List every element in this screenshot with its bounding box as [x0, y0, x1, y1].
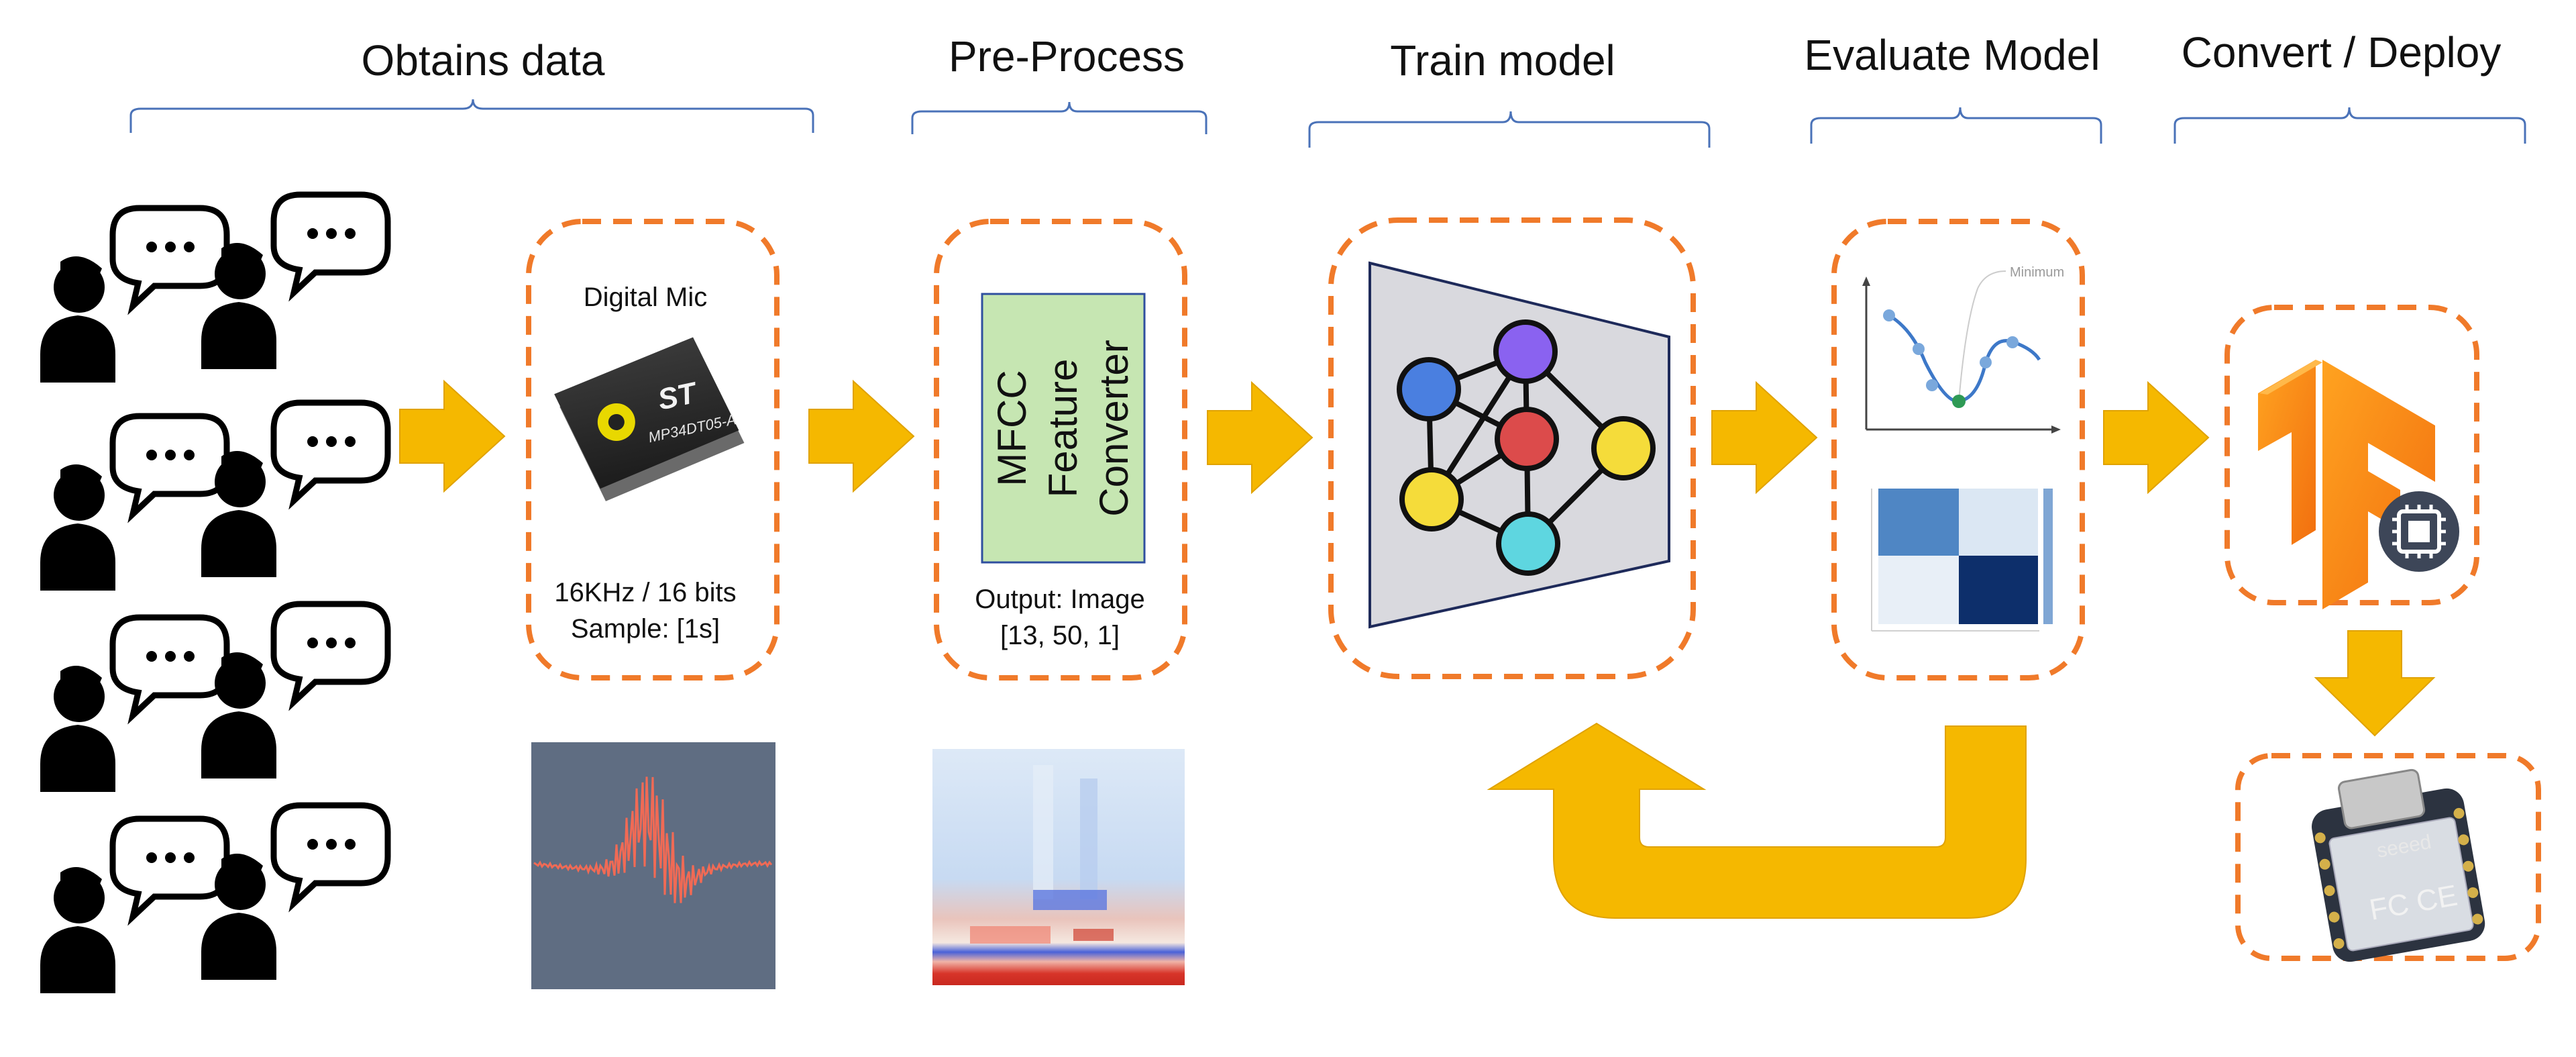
microphone-chip-icon: ST MP34DT05-A	[554, 337, 745, 501]
curve-minimum-label: Minimum	[2010, 265, 2064, 280]
spectrogram-icon	[932, 749, 1185, 985]
person-speech-icon	[40, 805, 388, 993]
brace-evaluate-model	[1810, 107, 2102, 144]
waveform-icon	[531, 742, 775, 989]
stage-title-convert-deploy: Convert / Deploy	[2182, 28, 2502, 77]
person-speech-icon	[40, 195, 388, 383]
stage-title-pre-process: Pre-Process	[949, 32, 1185, 81]
convert-box	[2224, 305, 2479, 609]
mic-sample-label: Sample: [1s]	[571, 614, 720, 644]
node-blue	[1397, 357, 1461, 421]
mfcc-converter-block	[981, 293, 1146, 564]
deploy-box: seeed FC CE	[2235, 753, 2541, 962]
train-model-box	[1328, 217, 1696, 679]
output-label-line1: Output: Image	[975, 585, 1144, 614]
stage-title-evaluate-model: Evaluate Model	[1804, 31, 2100, 79]
node-purple	[1493, 319, 1558, 384]
feedback-loop-arrow	[1487, 722, 2027, 919]
tensorflow-logo-icon	[2258, 360, 2435, 609]
svg-text:ST: ST	[655, 376, 700, 416]
pre-process-box: MFCC Feature Converter Output: Image [13…	[934, 219, 1187, 681]
stage-title-obtains-data: Obtains data	[362, 36, 605, 85]
mic-title: Digital Mic	[584, 283, 707, 312]
brace-train-model	[1308, 111, 1711, 148]
arrow-down-icon	[2314, 630, 2436, 737]
output-label-line2: [13, 50, 1]	[1000, 621, 1120, 650]
arrow-right-icon	[2103, 381, 2210, 495]
mfcc-label-line2: Feature	[1040, 359, 1085, 498]
stage-title-train-model: Train model	[1390, 36, 1615, 85]
mfcc-label-line3: Converter	[1091, 340, 1136, 516]
person-speech-icon	[40, 604, 388, 792]
person-speech-icon	[40, 403, 388, 591]
mfcc-label-line1: MFCC	[989, 370, 1034, 486]
node-yellow	[1591, 416, 1656, 481]
loss-curve-icon: Minimum	[1862, 265, 2064, 434]
confusion-matrix-icon	[1871, 489, 2053, 632]
speakers-group	[40, 195, 388, 993]
digital-mic-box: Digital Mic ST MP34DT05-A 16KHz / 16 bit…	[526, 219, 780, 681]
node-yellow	[1399, 467, 1464, 532]
evaluate-model-box: Minimum	[1831, 219, 2085, 681]
node-cyan	[1496, 511, 1560, 576]
neural-network-icon	[1368, 261, 1670, 629]
brace-obtains-data	[129, 99, 814, 133]
microcontroller-icon	[2379, 491, 2459, 572]
mic-rate-label: 16KHz / 16 bits	[554, 578, 736, 607]
brace-convert-deploy	[2174, 107, 2526, 144]
arrow-right-icon	[399, 379, 506, 493]
arrow-right-icon	[1207, 381, 1313, 495]
xiao-board-icon: seeed FC CE	[2312, 768, 2485, 962]
arrow-right-icon	[1711, 381, 1818, 495]
brace-pre-process	[911, 101, 1208, 134]
arrow-right-icon	[808, 379, 915, 493]
node-red	[1495, 407, 1559, 471]
